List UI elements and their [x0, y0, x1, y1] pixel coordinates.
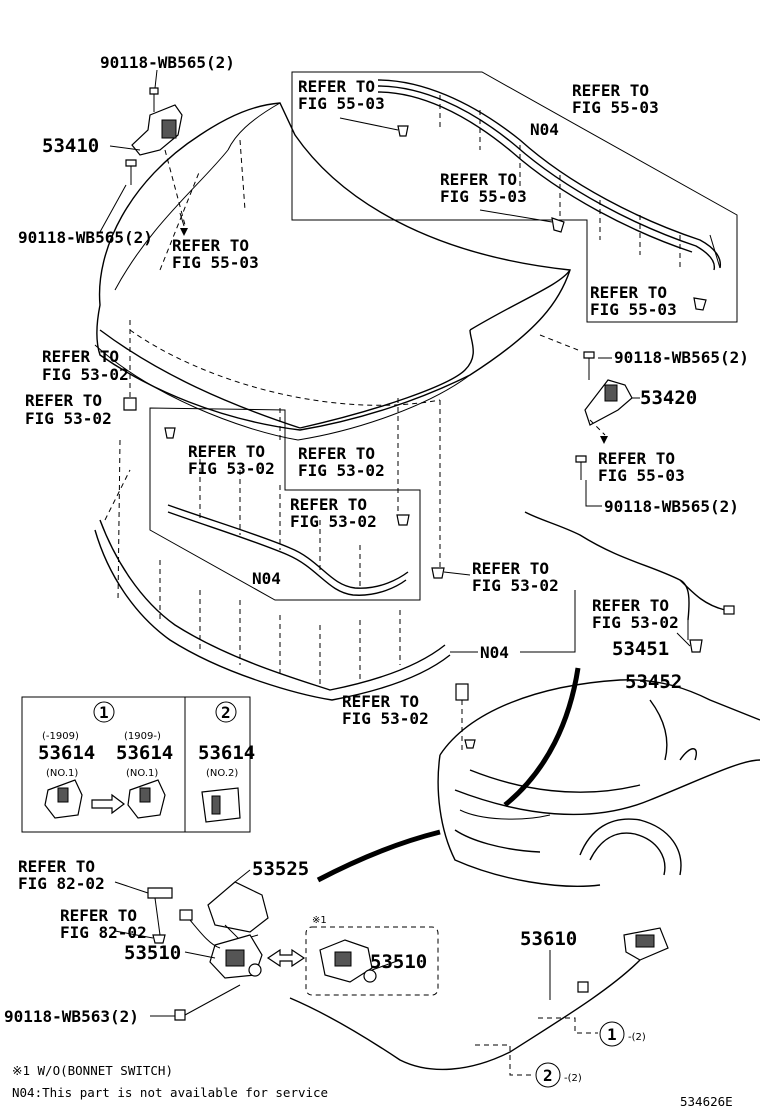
- label-bolt-right-upper: 90118-WB565(2): [614, 348, 749, 367]
- label-hinge-left: 53410: [42, 135, 99, 157]
- label-refer-53-02-c2: FIG 53-02: [188, 459, 275, 478]
- label-refer-55-03-f1: REFER TO: [598, 449, 675, 468]
- label-box1-sub-b: (NO.1): [126, 768, 158, 779]
- arrow-left-hinge: [179, 212, 185, 227]
- label-refer-55-03-a2: FIG 55-03: [172, 253, 259, 272]
- label-refer-53-02-e1: REFER TO: [290, 495, 367, 514]
- label-refer-82-02-a1: REFER TO: [18, 857, 95, 876]
- label-box2-num: 2: [221, 703, 231, 722]
- label-refer-53-02-f2: FIG 53-02: [472, 576, 559, 595]
- weatherstrip-box: [291, 71, 738, 323]
- label-callout1-qty: -(2): [628, 1032, 646, 1043]
- label-refer-55-03-a1: REFER TO: [172, 236, 249, 255]
- label-box1-sub-a: (NO.1): [46, 768, 78, 779]
- label-callout2-qty: -(2): [564, 1073, 582, 1084]
- footnote-1: ※1 W/O(BONNET SWITCH): [12, 1063, 173, 1078]
- label-refer-53-02-c1: REFER TO: [188, 442, 265, 461]
- label-refer-55-03-d2: FIG 55-03: [440, 187, 527, 206]
- lock-assembly[interactable]: [114, 869, 269, 1021]
- label-part-53452: 53452: [625, 671, 682, 693]
- label-refer-53-02-g1: REFER TO: [592, 596, 669, 615]
- label-box2-sub: (NO.2): [206, 768, 238, 779]
- label-refer-82-02-b2: FIG 82-02: [60, 923, 147, 942]
- label-n04-mid: N04: [252, 569, 281, 588]
- label-part-53451: 53451: [612, 638, 669, 660]
- label-refer-53-02-d1: REFER TO: [298, 444, 375, 463]
- label-box1-part-b: 53614: [116, 742, 173, 764]
- hood-panel[interactable]: [94, 102, 571, 441]
- label-box1-date-b: (1909-): [124, 731, 161, 742]
- label-refer-55-03-c2: FIG 55-03: [572, 98, 659, 117]
- left-hinge-assembly[interactable]: [99, 69, 186, 233]
- diagram-id: 534626E: [680, 1094, 733, 1109]
- label-box1-part-a: 53614: [38, 742, 95, 764]
- release-cable-upper[interactable]: [524, 511, 735, 653]
- label-bolt-right-lower: 90118-WB565(2): [604, 497, 739, 516]
- label-part-53510-alt: 53510: [370, 951, 427, 973]
- front-body-panel: [94, 439, 576, 701]
- label-box1-date-a: (-1909): [42, 731, 79, 742]
- label-callout2-num: 2: [543, 1066, 553, 1085]
- label-refer-53-02-h1: REFER TO: [342, 692, 419, 711]
- label-box1-num: 1: [99, 703, 109, 722]
- hood-dashed-guides: [129, 139, 441, 580]
- label-refer-53-02-b1: REFER TO: [25, 391, 102, 410]
- label-refer-53-02-h2: FIG 53-02: [342, 709, 429, 728]
- label-n04-right: N04: [480, 643, 509, 662]
- label-part-53525: 53525: [252, 858, 309, 880]
- label-refer-82-02-b1: REFER TO: [60, 906, 137, 925]
- label-box2-part: 53614: [198, 742, 255, 764]
- label-refer-53-02-a2: FIG 53-02: [42, 365, 129, 384]
- label-hinge-right: 53420: [640, 387, 697, 409]
- callout-circle-2: [535, 1062, 561, 1088]
- label-refer-55-03-b2: FIG 55-03: [298, 94, 385, 113]
- label-refer-55-03-f2: FIG 55-03: [598, 466, 685, 485]
- label-refer-55-03-e1: REFER TO: [590, 283, 667, 302]
- label-part-53510: 53510: [124, 942, 181, 964]
- label-callout1-num: 1: [607, 1025, 617, 1044]
- label-bolt-left-lower: 90118-WB565(2): [18, 228, 153, 247]
- label-refer-53-02-g2: FIG 53-02: [592, 613, 679, 632]
- arrowhead-right: [600, 436, 608, 444]
- right-hinge-assembly[interactable]: [539, 334, 640, 507]
- label-refer-53-02-b2: FIG 53-02: [25, 409, 112, 428]
- parts-box: [21, 696, 251, 833]
- label-refer-55-03-d1: REFER TO: [440, 170, 517, 189]
- callout-circle-1: [599, 1021, 625, 1047]
- label-part-53610: 53610: [520, 928, 577, 950]
- car-front-sketch: [316, 667, 760, 887]
- label-refer-55-03-e2: FIG 55-03: [590, 300, 677, 319]
- alt-lock-group: [266, 926, 439, 996]
- label-bolt-top: 90118-WB565(2): [100, 53, 235, 72]
- label-refer-53-02-e2: FIG 53-02: [290, 512, 377, 531]
- release-cable-lower[interactable]: [289, 927, 669, 1076]
- label-bolt-lock: 90118-WB563(2): [4, 1007, 139, 1026]
- label-refer-53-02-d2: FIG 53-02: [298, 461, 385, 480]
- label-refer-55-03-c1: REFER TO: [572, 81, 649, 100]
- label-note-mark: ※1: [312, 915, 327, 926]
- label-n04-top: N04: [530, 120, 559, 139]
- inner-seal-box: [123, 397, 421, 601]
- label-refer-53-02-f1: REFER TO: [472, 559, 549, 578]
- footnote-2: N04:This part is not available for servi…: [12, 1085, 328, 1100]
- arrowhead-left: [180, 228, 188, 236]
- label-refer-53-02-a1: REFER TO: [42, 347, 119, 366]
- label-refer-82-02-a2: FIG 82-02: [18, 874, 105, 893]
- label-refer-55-03-b1: REFER TO: [298, 77, 375, 96]
